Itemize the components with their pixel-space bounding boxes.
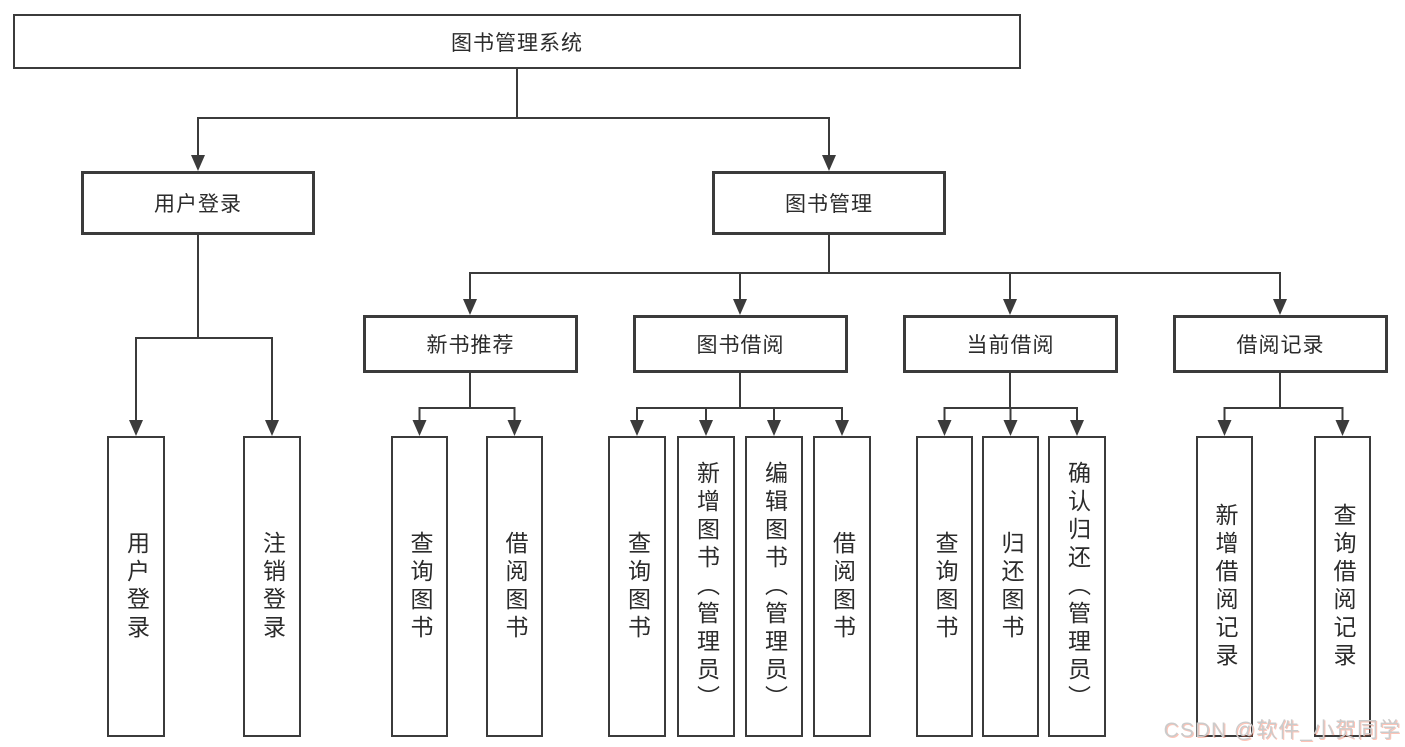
node-label: 借阅图书 (502, 530, 528, 643)
node-label: 编辑图书（管理员） (761, 460, 788, 713)
arrowhead (412, 420, 427, 436)
leaf-current-confirm-return-admin: 确认归还（管理员） (1048, 436, 1106, 737)
csdn-watermark: CSDN @软件_小贺同学 (1163, 719, 1401, 742)
leaf-borrow-borrow-book: 借阅图书 (813, 436, 871, 737)
arrowhead (937, 420, 952, 436)
leaf-newbook-borrow-book: 借阅图书 (486, 436, 543, 737)
edge-records-to-leaves (1223, 372, 1344, 422)
arrowhead (1335, 420, 1350, 436)
arrowhead (1217, 420, 1232, 436)
node-label: 新书推荐 (426, 334, 515, 357)
leaf-records-query-record: 查询借阅记录 (1314, 436, 1371, 737)
arrowhead (265, 420, 279, 436)
leaf-newbook-query-book: 查询图书 (391, 436, 448, 737)
arrowhead (507, 420, 522, 436)
edge-userlogin-to-leaves (135, 234, 273, 422)
node-label: 归还图书 (998, 530, 1024, 643)
arrowhead (191, 155, 205, 171)
arrowhead (822, 155, 836, 171)
edge-newbook-to-leaves (418, 372, 516, 422)
arrowhead (835, 420, 849, 436)
arrowhead (767, 420, 781, 436)
node-label: 新增图书（管理员） (693, 460, 720, 713)
node-label: 借阅记录 (1236, 334, 1325, 357)
arrowhead (1003, 299, 1017, 315)
arrowhead (463, 299, 477, 315)
arrowhead (630, 420, 644, 436)
node-label: 查询图书 (407, 530, 433, 643)
node-new-book-recommend: 新书推荐 (363, 315, 578, 373)
node-label: 查询图书 (624, 530, 651, 643)
arrowhead (699, 420, 713, 436)
arrowhead (1003, 420, 1018, 436)
node-borrow-records: 借阅记录 (1173, 315, 1388, 373)
node-book-management: 图书管理 (712, 171, 946, 235)
leaf-records-add-record: 新增借阅记录 (1196, 436, 1253, 737)
node-current-borrow: 当前借阅 (903, 315, 1118, 373)
node-book-borrow: 图书借阅 (633, 315, 848, 373)
node-label: 新增借阅记录 (1212, 502, 1238, 671)
node-label: 用户登录 (154, 193, 242, 216)
arrowhead (1273, 299, 1287, 315)
arrowhead (733, 299, 747, 315)
node-label: 注销登录 (259, 530, 286, 643)
arrowhead (1070, 420, 1084, 436)
node-label: 图书借阅 (696, 334, 785, 357)
edge-bookmgmt-to-level3 (469, 234, 1281, 301)
node-label: 图书管理 (785, 193, 873, 216)
leaf-logout-login: 注销登录 (243, 436, 301, 737)
node-label: 确认归还（管理员） (1064, 460, 1091, 713)
connector-lines (135, 68, 1344, 422)
node-user-login: 用户登录 (81, 171, 315, 235)
node-label: 查询借阅记录 (1330, 502, 1356, 671)
edge-bookborrow-to-leaves (636, 372, 843, 422)
node-label: 当前借阅 (966, 334, 1055, 357)
leaf-current-query-book: 查询图书 (916, 436, 973, 737)
edge-root-to-level2 (197, 68, 830, 157)
leaf-borrow-query-book: 查询图书 (608, 436, 666, 737)
node-label: 查询图书 (932, 530, 958, 643)
leaf-current-return-book: 归还图书 (982, 436, 1039, 737)
node-system-root: 图书管理系统 (13, 14, 1021, 69)
node-label: 图书管理系统 (451, 31, 583, 55)
arrowheads (129, 155, 1350, 436)
leaf-borrow-edit-book-admin: 编辑图书（管理员） (745, 436, 803, 737)
arrowhead (129, 420, 143, 436)
edge-currentborrow-to-leaves (943, 372, 1078, 422)
leaf-borrow-add-book-admin: 新增图书（管理员） (677, 436, 735, 737)
node-label: 借阅图书 (829, 530, 856, 643)
leaf-user-login: 用户登录 (107, 436, 165, 737)
node-label: 用户登录 (123, 530, 150, 643)
